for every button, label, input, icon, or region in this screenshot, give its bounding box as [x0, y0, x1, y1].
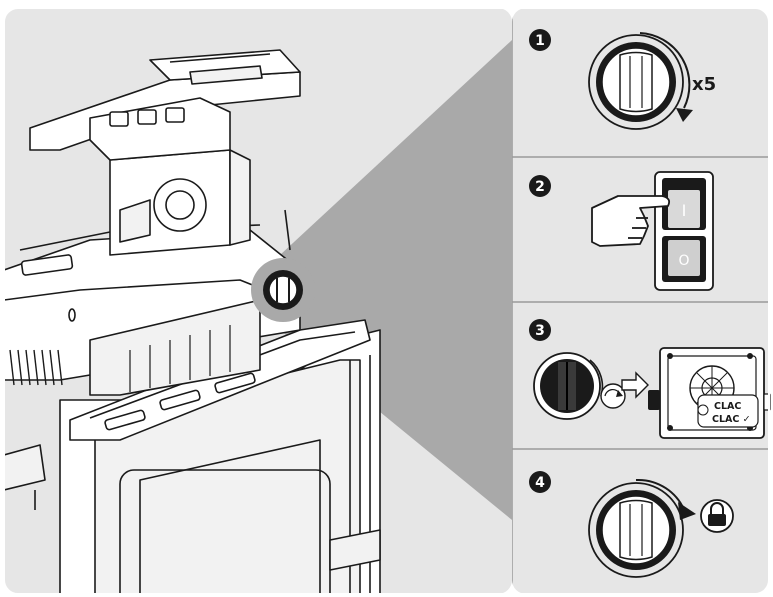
clockwise-arrow-icon	[635, 478, 696, 520]
main-illustration-panel	[4, 8, 512, 594]
rotation-knob-icon	[588, 34, 684, 130]
lock-icon	[700, 499, 734, 533]
step-3-badge: 3	[529, 319, 551, 341]
step-4: 4	[529, 471, 734, 578]
step-2-badge: 2	[529, 175, 551, 197]
step-1: 1 x5	[529, 29, 716, 130]
rocker-switch-icon: I O	[654, 171, 714, 291]
step-4-badge: 4	[529, 471, 551, 493]
on-symbol: I	[682, 201, 687, 220]
sound-label-2: CLAC ✓	[712, 414, 751, 425]
step-2-number: 2	[535, 179, 545, 195]
step-1-number: 1	[535, 33, 545, 49]
repeat-count-label: x5	[692, 74, 716, 95]
cutter-mechanism-icon: CLAC CLAC ✓	[648, 347, 771, 439]
clockwise-arrow-icon	[639, 32, 693, 122]
step-3-number: 3	[535, 323, 545, 339]
off-symbol: O	[678, 253, 689, 269]
step-2: 2 I O	[529, 171, 714, 291]
zoom-wedge	[280, 40, 512, 520]
pointing-hand-icon	[591, 195, 671, 247]
knob-icon	[533, 352, 601, 420]
step-4-number: 4	[535, 475, 545, 491]
shredder-machine-illustration	[4, 49, 381, 594]
knob-callout	[251, 258, 315, 322]
sound-label-1: CLAC	[714, 401, 741, 412]
step-3: 3	[529, 319, 771, 439]
step-1-badge: 1	[529, 29, 551, 51]
rotate-arrow-icon	[589, 359, 649, 409]
rotation-knob-icon	[588, 482, 684, 578]
